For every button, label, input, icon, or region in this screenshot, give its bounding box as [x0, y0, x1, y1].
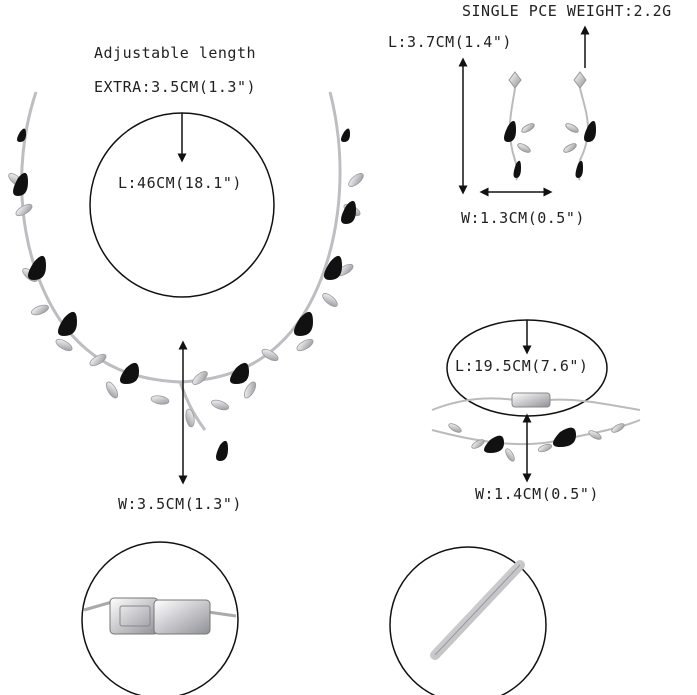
necklace-width-label: W:3.5CM(1.3") — [118, 495, 242, 513]
necklace-extra-label: EXTRA:3.5CM(1.3") — [94, 78, 257, 96]
pin-closeup — [389, 546, 547, 695]
earring-right — [563, 71, 596, 181]
earrings — [458, 25, 596, 197]
bracelet — [431, 319, 641, 483]
necklace-adjustable-title: Adjustable length — [94, 44, 257, 62]
earring-left — [504, 71, 535, 181]
necklace-stones — [13, 128, 356, 461]
earring-weight-label: SINGLE PCE WEIGHT:2.2G — [462, 2, 672, 20]
necklace-chain — [20, 91, 342, 384]
necklace — [8, 91, 364, 485]
bracelet-length-label: L:19.5CM(7.6") — [455, 357, 589, 375]
necklace-length-label: L:46CM(18.1") — [118, 174, 242, 192]
earring-width-label: W:1.3CM(0.5") — [461, 209, 585, 227]
bracelet-width-label: W:1.4CM(0.5") — [475, 485, 599, 503]
clasp-closeup — [81, 541, 239, 695]
bracelet-clasp — [511, 392, 551, 408]
earring-length-label: L:3.7CM(1.4") — [388, 33, 512, 51]
